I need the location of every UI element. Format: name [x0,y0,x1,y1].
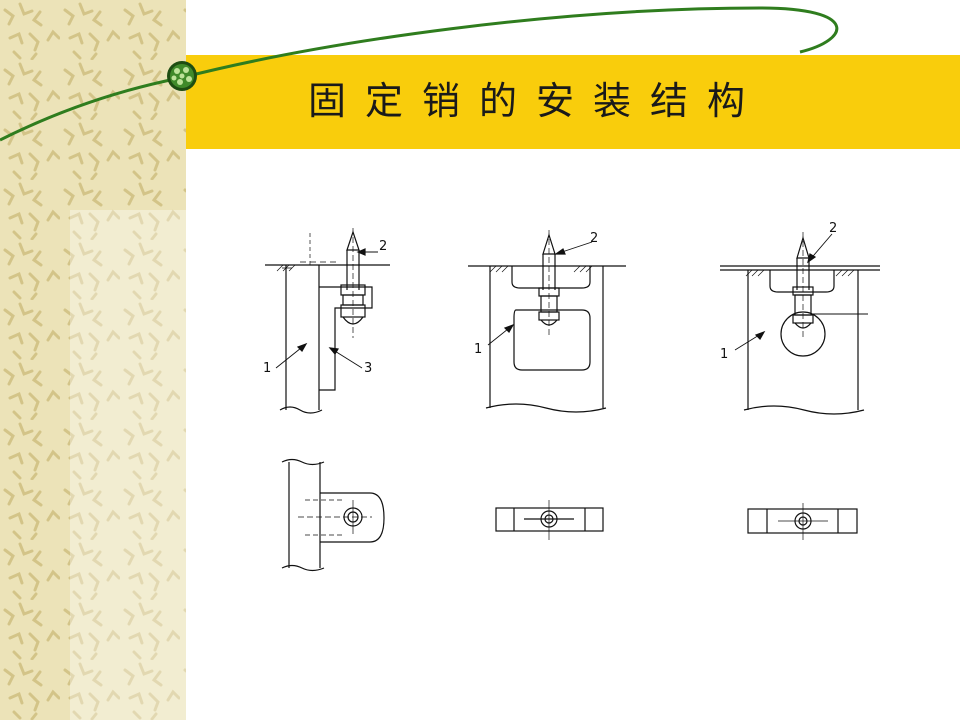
drawing-3-label-2: 2 [829,221,837,236]
title-band [186,55,960,149]
drawing-1-label-2: 2 [379,239,387,254]
drawing-2-label-1: 1 [474,342,482,357]
drawing-2-elevation [468,230,626,413]
sidebar-pattern [0,0,186,720]
drawing-3-label-1: 1 [720,347,728,362]
drawing-2-label-2: 2 [590,231,598,246]
drawing-1-plan [281,458,385,572]
drawing-1-label-3: 3 [364,361,372,376]
drawing-2-plan [495,500,604,540]
drawing-3-elevation [720,232,880,415]
slide-title: 固定销的安装结构 [308,79,765,123]
drawing-1-label-1: 1 [263,361,271,376]
sidebar-texture [0,0,186,720]
drawing-3-plan [747,503,858,540]
sidebar-light-panel [70,210,186,720]
bead-icon [167,61,197,91]
drawing-1-elevation [265,228,390,414]
